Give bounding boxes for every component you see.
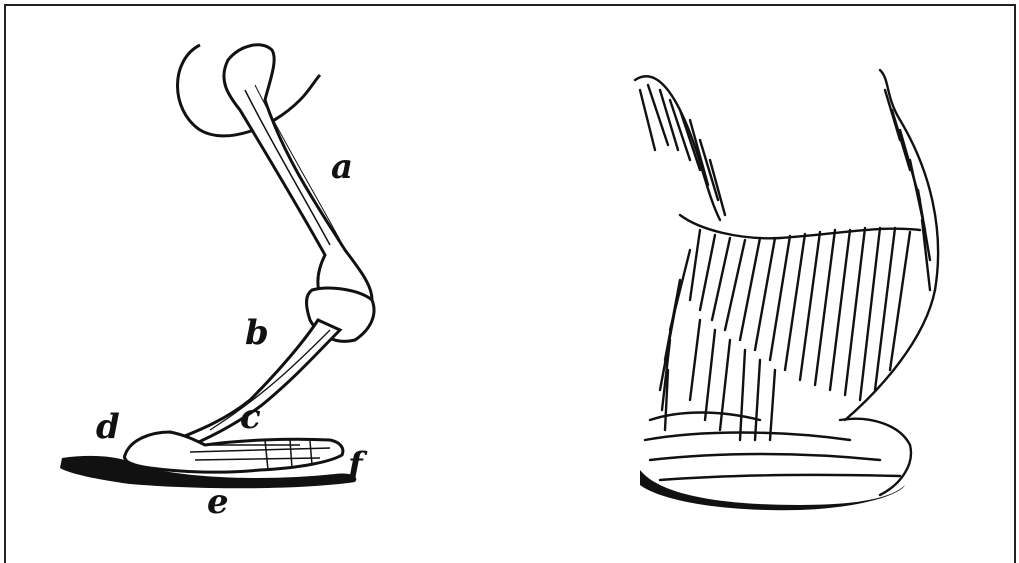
label-a: a bbox=[331, 150, 353, 184]
fur-mass bbox=[635, 70, 938, 495]
label-b: b bbox=[245, 316, 269, 350]
label-f: f bbox=[348, 448, 363, 482]
label-e: e bbox=[207, 485, 229, 519]
label-d: d bbox=[96, 410, 120, 444]
label-c: c bbox=[240, 400, 261, 434]
